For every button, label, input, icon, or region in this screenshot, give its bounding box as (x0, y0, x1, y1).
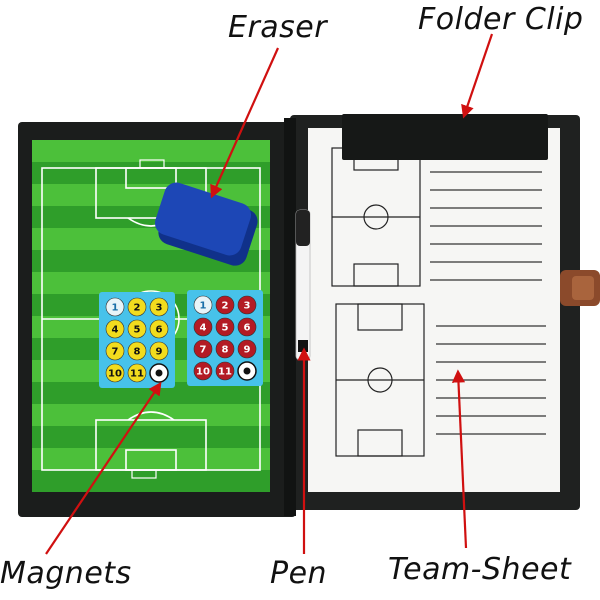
folder-clip-label: Folder Clip (418, 2, 584, 37)
magnet-token (149, 341, 169, 361)
magnet-token (105, 319, 125, 339)
magnet-number: 10 (108, 369, 122, 380)
pen-label: Pen (270, 556, 328, 591)
pitch-stripe (32, 404, 270, 426)
magnet-token (105, 297, 125, 317)
team-sheet-label: Team-Sheet (388, 552, 572, 587)
magnets-arrow (45, 381, 162, 555)
magnet-card-red: 1 2 3 4 5 6 7 8 9 10 11 (187, 290, 263, 386)
magnet-number: 8 (222, 345, 229, 356)
magnet-number: 11 (218, 367, 232, 378)
magnet-token (127, 341, 147, 361)
magnet-number: 7 (200, 345, 207, 356)
magnet-number: 4 (112, 325, 119, 336)
magnet-token (193, 295, 213, 315)
magnet-number: 6 (244, 323, 251, 334)
magnet-number: 9 (156, 347, 163, 358)
team-sheet-arrow (451, 369, 468, 549)
magnet-number: 7 (112, 347, 119, 358)
magnet-number: 5 (222, 323, 229, 334)
magnet-number: 10 (196, 367, 210, 378)
pitch-stripe (32, 448, 270, 470)
magnet-token (193, 361, 213, 381)
eraser (154, 182, 258, 266)
magnet-token (105, 363, 125, 383)
magnet-number: 2 (222, 301, 229, 312)
magnet-token (193, 339, 213, 359)
magnet-token (237, 317, 257, 337)
folder-spine (284, 118, 296, 516)
magnet-number: 5 (134, 325, 141, 336)
magnet-number: 3 (244, 301, 251, 312)
magnet-token (237, 339, 257, 359)
team-sheet-paper (308, 128, 560, 492)
magnet-number: 3 (156, 303, 163, 314)
magnet-token (149, 297, 169, 317)
pitch-stripe (32, 140, 270, 162)
magnet-number: 1 (112, 303, 119, 314)
magnet-token (105, 341, 125, 361)
magnet-token (215, 361, 235, 381)
magnet-token (193, 317, 213, 337)
magnet-token (215, 317, 235, 337)
leather-strap (560, 270, 600, 306)
magnet-token (149, 319, 169, 339)
magnet-token (215, 339, 235, 359)
magnet-number: 8 (134, 347, 141, 358)
eraser-arrow (210, 47, 280, 199)
magnet-token (215, 295, 235, 315)
football-patch (243, 367, 251, 375)
magnet-token (127, 297, 147, 317)
magnet-number: 6 (156, 325, 163, 336)
magnet-number: 11 (130, 369, 144, 380)
magnet-token (237, 295, 257, 315)
magnet-card-yellow: 1 2 3 4 5 6 7 8 9 10 11 (99, 292, 175, 388)
pitch-stripe (32, 272, 270, 294)
magnet-token (127, 319, 147, 339)
magnet-number: 9 (244, 345, 251, 356)
magnet-number: 4 (200, 323, 207, 334)
folder-clip (342, 114, 548, 160)
eraser-label: Eraser (228, 10, 328, 45)
magnets-label: Magnets (0, 556, 132, 591)
magnet-token (127, 363, 147, 383)
magnet-number: 1 (200, 301, 207, 312)
pen (295, 209, 311, 361)
folder-clip-arrow (461, 33, 494, 119)
magnet-number: 2 (134, 303, 141, 314)
football-patch (155, 369, 163, 377)
